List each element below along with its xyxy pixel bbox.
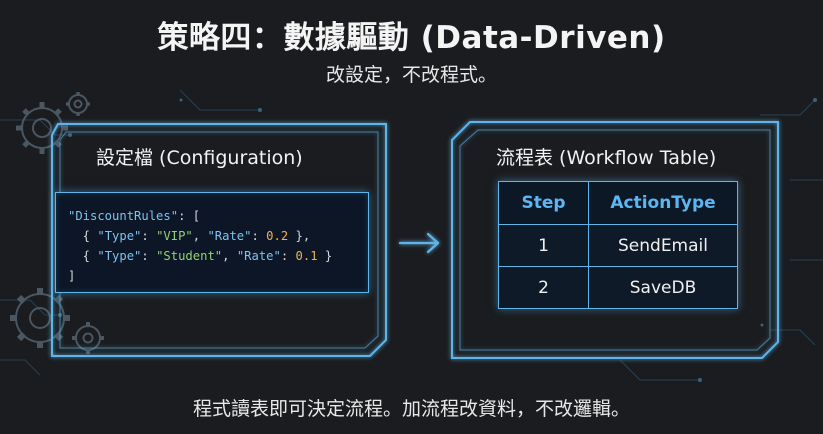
table-header-row: Step ActionType (498, 181, 738, 225)
config-code-block: "DiscountRules": [ { "Type": "VIP", "Rat… (55, 192, 369, 293)
code-number: 0.2 (266, 229, 289, 243)
code-key: "DiscountRules" (68, 209, 179, 223)
code-key: "Type" (97, 249, 142, 263)
workflow-table: Step ActionType 1 SendEmail 2 SaveDB (498, 181, 738, 309)
gear-icon (72, 322, 104, 354)
table-cell-step: 2 (498, 266, 589, 309)
code-string: "VIP" (156, 229, 193, 243)
table-row: 2 SaveDB (498, 266, 738, 309)
code-punct: , (192, 229, 208, 243)
code-line-open: "DiscountRules": [ (68, 206, 368, 226)
code-punct: : (280, 249, 296, 263)
code-number: 0.1 (295, 249, 318, 263)
code-punct: : (141, 229, 157, 243)
code-line-rule: { "Type": "VIP", "Rate": 0.2 }, (68, 226, 368, 246)
code-key: "Rate" (207, 229, 252, 243)
column-header-step: Step (498, 181, 589, 225)
table-cell-action: SendEmail (588, 224, 738, 267)
code-punct: }, (288, 229, 311, 243)
code-punct: { (68, 229, 98, 243)
workflow-panel-title: 流程表 (Workflow Table) (496, 147, 717, 169)
column-header-actiontype: ActionType (588, 181, 738, 225)
table-cell-action: SaveDB (588, 266, 738, 309)
code-key: "Type" (97, 229, 142, 243)
code-key: "Rate" (236, 249, 281, 263)
gear-icon (66, 92, 90, 116)
slide-footer: 程式讀表即可決定流程。加流程改資料，不改邏輯。 (192, 398, 630, 420)
code-line-rule: { "Type": "Student", "Rate": 0.1 } (68, 246, 368, 266)
code-punct: , (222, 249, 237, 263)
code-punct: ] (68, 269, 76, 283)
code-punct: : (251, 229, 267, 243)
code-line-close: ] (68, 266, 368, 286)
gear-icon (16, 102, 68, 154)
code-punct: } (317, 249, 333, 263)
code-punct: : (141, 249, 157, 263)
arrow-right-icon (398, 232, 440, 254)
code-punct: : [ (178, 209, 201, 223)
slide-title: 策略四：數據驅動 (Data-Driven) (157, 20, 666, 56)
code-punct: { (68, 249, 98, 263)
table-row: 1 SendEmail (498, 224, 738, 267)
gear-icon (10, 288, 70, 348)
config-panel-title: 設定檔 (Configuration) (96, 147, 303, 169)
code-string: "Student" (156, 249, 223, 263)
table-cell-step: 1 (498, 224, 589, 267)
slide-subtitle: 改設定，不改程式。 (325, 64, 497, 86)
